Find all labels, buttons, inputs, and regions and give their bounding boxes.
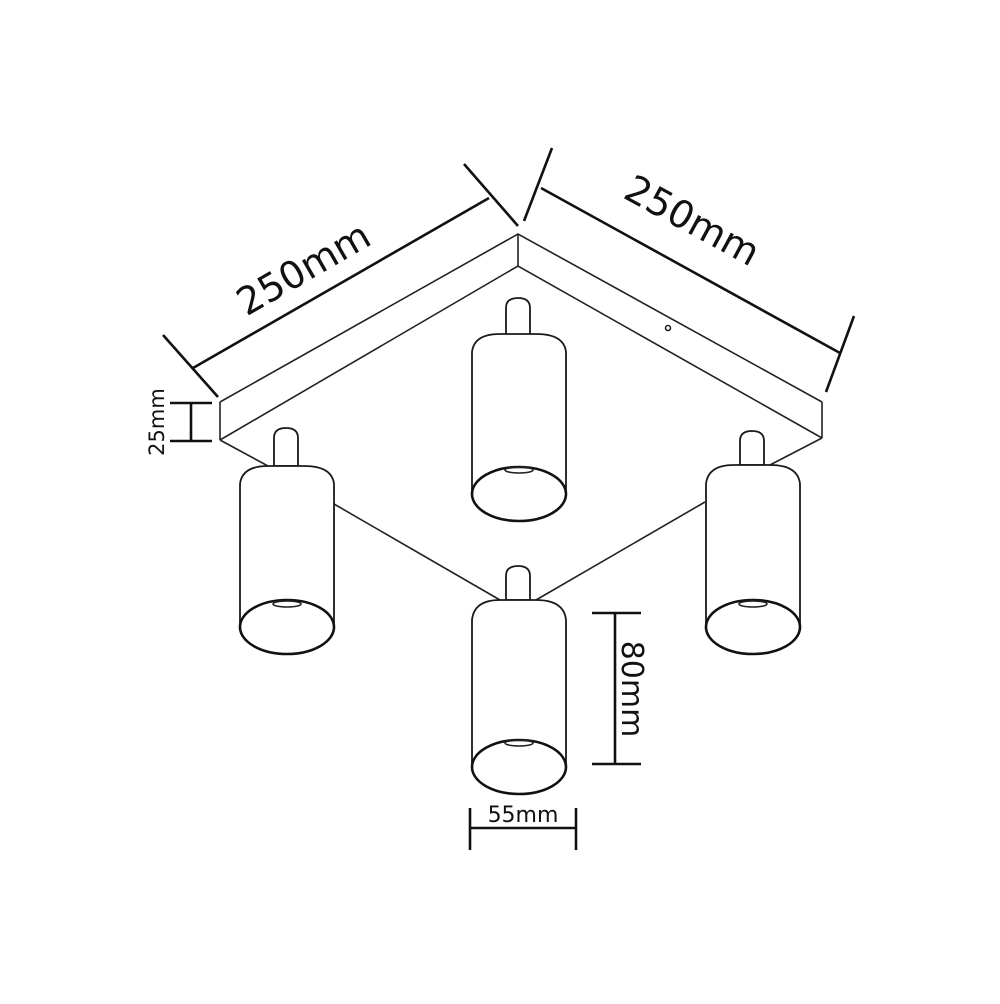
spotlight-stem: [505, 297, 531, 337]
spotlight-led: [272, 600, 302, 608]
dimension-spotlight-diameter: 55mm: [468, 803, 578, 850]
spotlight-led: [504, 466, 534, 474]
dimension-line: [192, 196, 490, 370]
dimension-label: 80mm: [614, 641, 649, 738]
dimension-tick: [162, 334, 219, 398]
plate-bottom-back-edges: [219, 265, 823, 441]
spotlight-lens: [704, 598, 802, 656]
spotlight-left: [238, 427, 336, 656]
dimension-tick: [824, 315, 856, 393]
dimension-label: 250mm: [229, 213, 378, 324]
spotlight-body: [705, 464, 801, 629]
spotlight-led: [738, 600, 768, 608]
spotlight-lens: [238, 598, 336, 656]
spotlight-stem: [505, 565, 531, 601]
plate-underside-edge-left-a: [219, 439, 269, 467]
spotlight-lens: [470, 465, 568, 523]
spotlight-stem: [739, 430, 765, 466]
dimension-line: [540, 186, 841, 355]
spotlight-body: [471, 333, 567, 496]
plate-underside-edge-left-b: [333, 503, 501, 601]
dimension-label: 55mm: [488, 803, 559, 828]
spotlight-front: [470, 565, 568, 796]
spotlight-lens: [470, 738, 568, 796]
dimension-label: 25mm: [145, 388, 169, 456]
dimension-tick: [522, 147, 554, 222]
dimension-plate-thickness: 25mm: [145, 388, 212, 456]
screw-hole-icon: [664, 324, 672, 332]
spotlight-body: [471, 599, 567, 769]
dimension-plate-width-right: 250mm: [522, 147, 856, 393]
dimension-tick: [463, 163, 519, 227]
base-plate: [219, 233, 823, 601]
dimension-label: 250mm: [617, 166, 767, 275]
spotlight-back: [470, 297, 568, 523]
plate-underside-edge-right-a: [767, 437, 823, 467]
dimension-plate-width-left: 250mm: [162, 163, 519, 398]
spotlight-stem: [273, 427, 299, 467]
spotlight-led: [504, 739, 534, 747]
spotlight-right: [704, 430, 802, 656]
spotlight-body: [239, 465, 335, 629]
plate-underside-edge-right-b: [535, 501, 706, 601]
dimension-spotlight-height: 80mm: [592, 611, 649, 766]
